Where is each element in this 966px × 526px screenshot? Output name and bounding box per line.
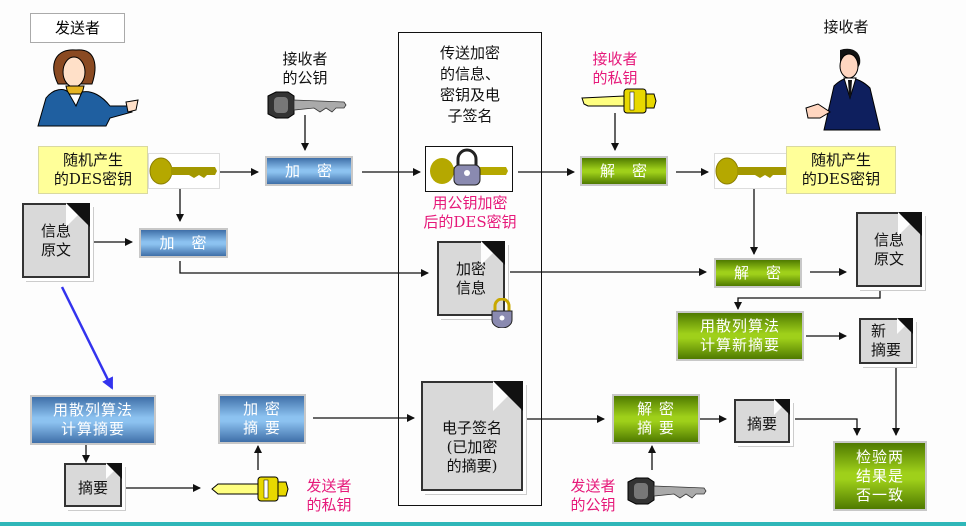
arrow-encrypt-to-cipher <box>179 261 429 277</box>
label-line: 的私钥 <box>592 69 638 87</box>
label-line: 接收者 <box>282 50 328 68</box>
label-line: 的公钥 <box>570 496 616 514</box>
receiver-label: 接收者 <box>823 18 869 36</box>
encrypt-digest-button[interactable]: 加 密 摘 要 <box>218 394 306 444</box>
document-text: 新 摘要 <box>871 322 901 360</box>
label-line: 原文 <box>873 249 904 268</box>
encrypted-des-key-label: 用公钥加密 后的DES密钥 <box>412 194 528 232</box>
document-text: 电子签名 (已加密 的摘要) <box>442 419 502 476</box>
label-line: 结果是 <box>855 466 904 485</box>
label-line: 后的DES密钥 <box>423 213 517 231</box>
encrypted-des-key-frame <box>425 146 513 192</box>
channel-title: 传送加密 的信息、 密钥及电 子签名 <box>410 43 530 127</box>
digital-signature-document[interactable]: 电子签名 (已加密 的摘要) <box>421 381 523 491</box>
document-text: 摘要 <box>77 478 108 497</box>
label-line: 的私钥 <box>306 496 352 514</box>
label-line: 的DES密钥 <box>53 170 133 188</box>
new-digest-document[interactable]: 新 摘要 <box>859 318 913 364</box>
gray-key-icon <box>267 91 347 119</box>
label-line: 原文 <box>40 240 71 259</box>
sender-des-key-frame <box>148 153 220 189</box>
receiver-random-des-key-note: 随机产生 的DES密钥 <box>786 146 896 194</box>
receiver-public-key-label: 接收者 的公钥 <box>270 50 340 88</box>
receiver-private-key-label: 接收者 的私钥 <box>580 50 650 88</box>
gray-key-icon <box>627 477 707 505</box>
label-line: 摘 要 <box>637 419 675 437</box>
decrypt-key-button[interactable]: 解 密 <box>580 156 668 186</box>
sender-plaintext-document[interactable]: 信息 原文 <box>22 203 90 278</box>
document-text: 信息 原文 <box>41 222 71 260</box>
document-text: 加密 信息 <box>456 260 486 298</box>
hash-digest-button[interactable]: 用散列算法 计算摘要 <box>30 395 156 445</box>
receiver-person-icon <box>805 48 881 131</box>
document-text: 摘要 <box>746 414 777 433</box>
document-text: 信息 原文 <box>874 231 904 269</box>
receiver-plaintext-document[interactable]: 信息 原文 <box>856 212 922 287</box>
label-line: 用公钥加密 <box>432 194 508 212</box>
label-line: 加 密 <box>243 400 281 418</box>
label-line: (已加密 <box>446 437 498 456</box>
yellow-key-icon <box>581 88 657 114</box>
gold-key-icon <box>715 157 789 185</box>
receiver-des-key-frame <box>714 153 792 189</box>
channel-title-line: 密钥及电 <box>439 86 500 104</box>
yellow-key-icon <box>211 476 289 502</box>
sender-digest-document[interactable]: 摘要 <box>64 463 122 507</box>
sender-label: 发送者 <box>30 13 125 43</box>
label-line: 加密 <box>455 259 486 278</box>
label-line: 用散列算法 <box>699 317 780 335</box>
label-line: 信息 <box>873 230 904 249</box>
label-line: 的摘要) <box>446 456 498 475</box>
padlock-icon <box>491 298 513 328</box>
label-line: 随机产生 <box>810 151 871 169</box>
arrow-plaintext-to-hash <box>60 286 114 390</box>
channel-title-line: 传送加密 <box>439 44 500 62</box>
label-line: 电子签名 <box>441 418 502 437</box>
transmission-channel <box>398 32 542 506</box>
sender-public-key-label: 发送者 的公钥 <box>560 477 626 515</box>
decrypt-message-button[interactable]: 解 密 <box>714 258 802 288</box>
label-line: 用散列算法 <box>52 401 133 419</box>
ciphertext-document[interactable]: 加密 信息 <box>437 241 505 316</box>
label-line: 发送者 <box>570 477 616 495</box>
hash-new-digest-button[interactable]: 用散列算法 计算新摘要 <box>676 311 804 361</box>
sender-person-icon <box>37 49 139 127</box>
label-line: 否一致 <box>855 485 904 504</box>
arrow-plain-to-hash <box>734 287 881 310</box>
channel-title-line: 子签名 <box>447 107 493 125</box>
decrypt-digest-button[interactable]: 解 密 摘 要 <box>612 394 700 444</box>
sender-random-des-key-note: 随机产生 的DES密钥 <box>38 146 148 194</box>
gold-key-icon <box>149 157 217 185</box>
label-line: 摘 要 <box>243 419 281 437</box>
encrypt-key-button[interactable]: 加 密 <box>265 156 353 186</box>
label-line: 随机产生 <box>62 151 123 169</box>
bottom-accent-bar <box>0 522 966 526</box>
verify-results-button[interactable]: 检验两 结果是 否一致 <box>833 441 927 511</box>
label-line: 解 密 <box>637 400 675 418</box>
sender-private-key-label: 发送者 的私钥 <box>296 477 362 515</box>
receiver-digest-document[interactable]: 摘要 <box>734 399 790 443</box>
label-line: 的DES密钥 <box>801 170 881 188</box>
label-line: 新 <box>870 322 886 340</box>
label-line: 计算摘要 <box>60 420 125 438</box>
channel-title-line: 的信息、 <box>439 65 500 83</box>
encrypt-message-button[interactable]: 加 密 <box>139 228 228 258</box>
label-line: 检验两 <box>855 447 904 466</box>
label-line: 的公钥 <box>282 69 328 87</box>
locked-key-icon <box>430 148 508 186</box>
label-line: 摘要 <box>870 341 901 359</box>
arrow-digest-to-verify <box>795 418 861 436</box>
label-line: 发送者 <box>306 477 352 495</box>
label-line: 信息 <box>455 278 486 297</box>
label-line: 接收者 <box>592 50 638 68</box>
label-line: 信息 <box>40 221 71 240</box>
label-line: 计算新摘要 <box>699 336 780 354</box>
